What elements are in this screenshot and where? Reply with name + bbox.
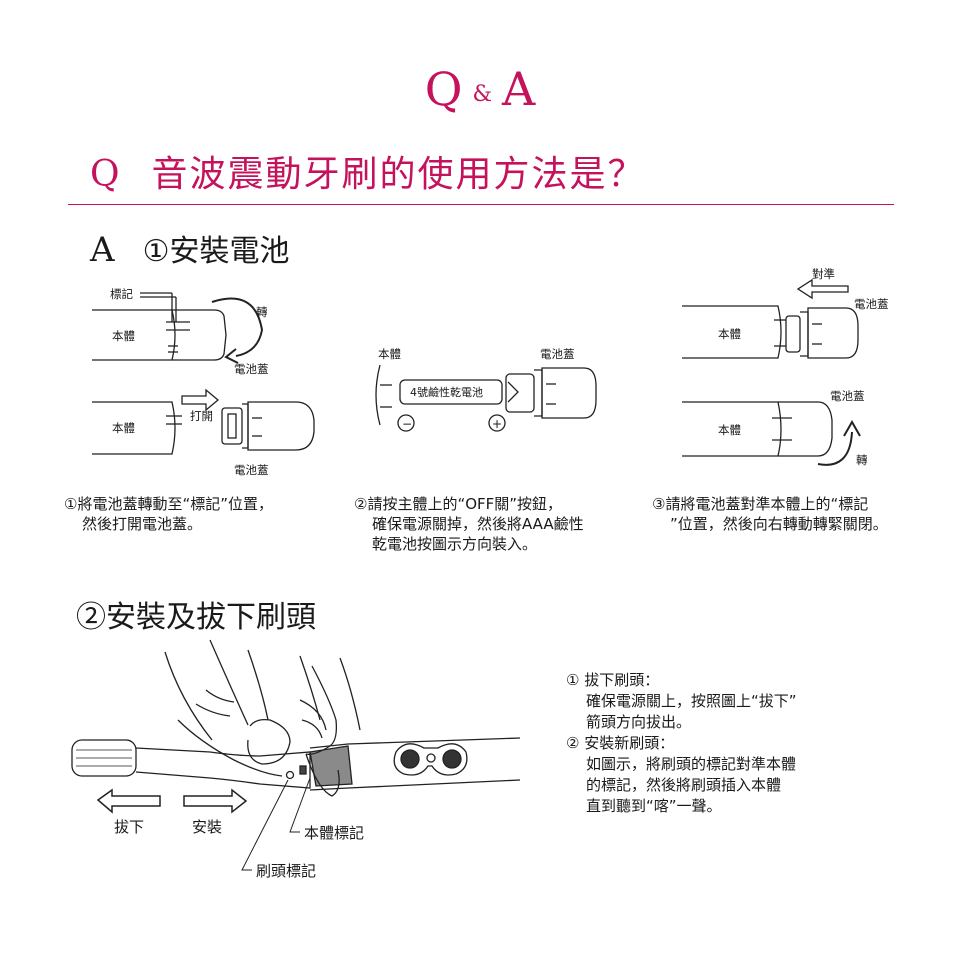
instruction2-title: ② 安裝新刷頭： [566, 734, 675, 752]
q-letter: Q [424, 62, 463, 116]
battery-shape [399, 379, 503, 405]
caption-step1-line1: ①將電池蓋轉動至“標記”位置， [64, 495, 273, 513]
instruction2-line2: 的標記，然後將刷頭插入本體 [586, 776, 782, 794]
divider [68, 204, 894, 205]
fig1-turn-label: 轉 [256, 305, 268, 319]
question-mark-letter: Q [90, 154, 122, 195]
instruction2-line3: 直到聽到“喀”一聲。 [586, 797, 722, 815]
fig3-turn-label: 轉 [856, 453, 868, 467]
fig3-top [682, 278, 859, 359]
fig4-install-label: 安裝 [192, 818, 222, 836]
fig2-body-label: 本體 [378, 347, 401, 361]
fig1-cover2-label: 電池蓋 [234, 463, 269, 477]
caption-step1: ①將電池蓋轉動至“標記”位置， 然後打開電池蓋。 [64, 494, 273, 534]
caption-step2-line2: 確保電源關掉，然後將AAA鹼性 [372, 515, 584, 533]
fig2-plus-label: + [492, 417, 502, 431]
answer-letter: A [90, 230, 115, 270]
fig1-body2-label: 本體 [112, 421, 135, 435]
fig4-body-mark-label: 本體標記 [304, 824, 364, 842]
question-text: 音波震動牙刷的使用方法是？ [151, 154, 646, 195]
fig1-cover-label: 電池蓋 [234, 362, 269, 376]
instruction1-line2: 箭頭方向拔出。 [586, 713, 692, 731]
caption-step3-line2: ”位置，然後向右轉動轉緊關閉。 [670, 515, 888, 533]
instruction1-line1: 確保電源關上，按照圖上“拔下” [586, 692, 797, 710]
fig2-cover-label: 電池蓋 [540, 347, 575, 361]
fig3-body-label: 本體 [718, 327, 741, 341]
caption-step2-line3: 乾電池按圖示方向裝入。 [372, 535, 538, 553]
a-letter: A [502, 62, 536, 116]
fig3-cover2-label: 電池蓋 [830, 389, 865, 403]
fig3-cover-label: 電池蓋 [854, 297, 889, 311]
fig4-head-mark-label: 刷頭標記 [256, 862, 316, 880]
fig2-minus-label: − [402, 417, 412, 431]
fig3-body2-label: 本體 [718, 423, 741, 437]
caption-step1-line2: 然後打開電池蓋。 [82, 515, 203, 533]
fig1-open-label: 打開 [190, 409, 213, 423]
instruction1-title: ① 拔下刷頭： [566, 671, 660, 689]
instructions: ① 拔下刷頭： 確保電源關上，按照圖上“拔下” 箭頭方向拔出。 ② 安裝新刷頭：… [566, 670, 797, 817]
fig4-remove-label: 拔下 [114, 818, 144, 836]
answer-heading: A ①安裝電池 [90, 226, 289, 270]
caption-step2: ②請按主體上的“OFF關”按鈕， 確保電源關掉，然後將AAA鹼性 乾電池按圖示方… [354, 494, 584, 554]
fig1-mark-leader [140, 292, 177, 322]
caption-step3-line1: ③請將電池蓋對準本體上的“標記 [652, 495, 869, 513]
fig4-toothbrush [71, 639, 521, 871]
qa-title: Q&A [0, 62, 960, 116]
caption-step2-line1: ②請按主體上的“OFF關”按鈕， [354, 495, 563, 513]
step2-title: ②安裝及拔下刷頭 [76, 600, 316, 635]
fig1-mark-label: 標記 [110, 287, 133, 301]
ampersand: & [472, 82, 493, 107]
fig3-bottom [682, 401, 861, 466]
fig2-battery-label: 4號鹼性乾電池 [410, 385, 483, 399]
step1-title: ①安裝電池 [142, 234, 290, 269]
fig1-body-label: 本體 [112, 329, 135, 343]
fig1-bottom [92, 388, 315, 455]
question-heading: Q 音波震動牙刷的使用方法是？ [90, 145, 646, 197]
fig2-battery-insert [375, 364, 597, 432]
fig3-align-label: 對準 [812, 267, 835, 281]
instruction2-line1: 如圖示，將刷頭的標記對準本體 [586, 755, 797, 773]
caption-step3: ③請將電池蓋對準本體上的“標記 ”位置，然後向右轉動轉緊關閉。 [652, 494, 888, 534]
